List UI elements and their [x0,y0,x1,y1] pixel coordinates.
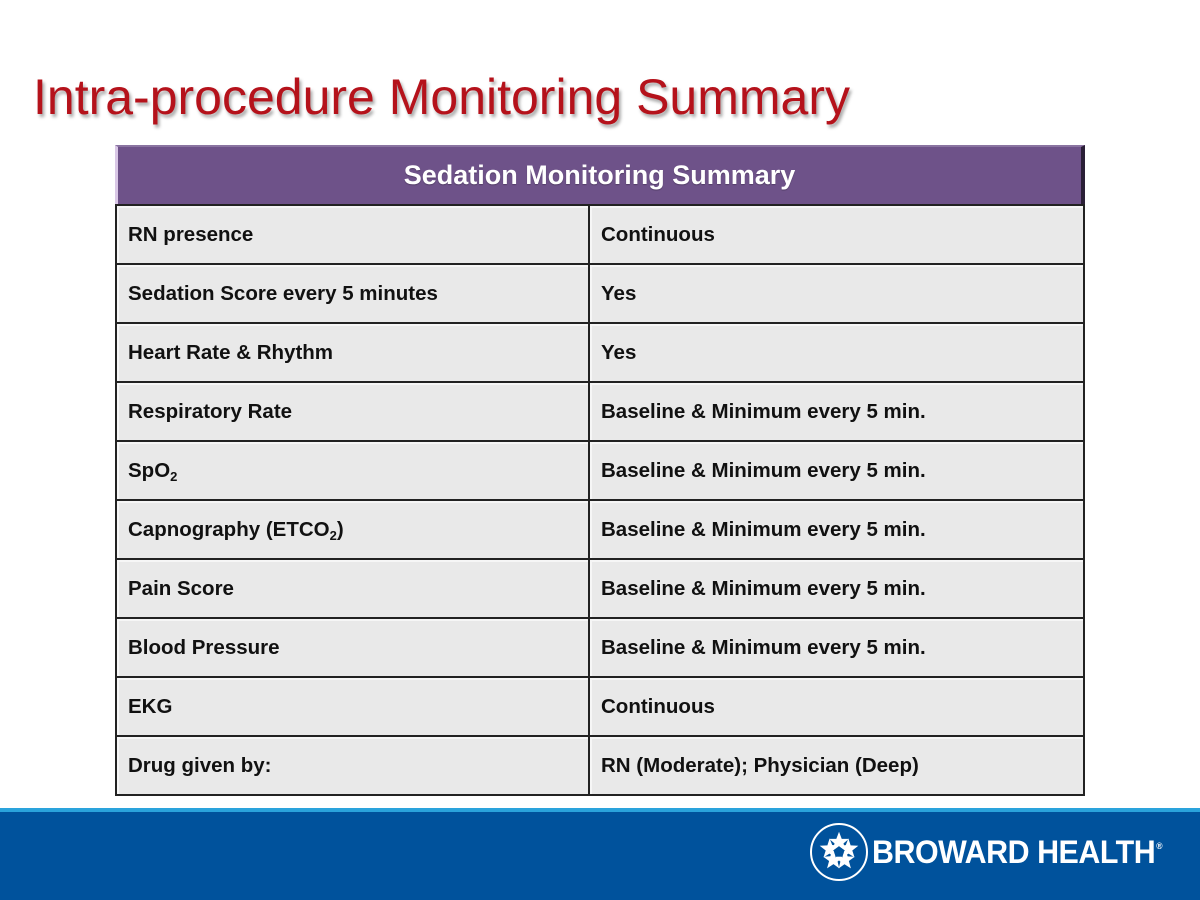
row-label: EKG [115,676,590,737]
brand-name: BROWARD HEALTH® [872,833,1163,871]
row-label: Pain Score [115,558,590,619]
star-cluster-icon [810,823,868,881]
label-suffix: ) [336,517,344,541]
row-value: Baseline & Minimum every 5 min. [588,558,1085,619]
row-value: Baseline & Minimum every 5 min. [588,381,1085,442]
row-label: SpO2 [115,440,590,501]
footer-bar [0,808,1200,900]
row-value: Baseline & Minimum every 5 min. [588,617,1085,678]
broward-health-logo: BROWARD HEALTH® [810,820,1177,884]
sedation-monitoring-table: Sedation Monitoring Summary RN presence … [115,145,1085,796]
label-text: SpO [128,458,171,482]
row-label: Sedation Score every 5 minutes [115,263,590,324]
table-row: Respiratory Rate Baseline & Minimum ever… [115,381,1085,442]
label-subscript: 2 [170,468,178,484]
row-label: RN presence [115,204,590,265]
table-row: Drug given by: RN (Moderate); Physician … [115,735,1085,796]
brand-text: BROWARD HEALTH [872,833,1156,870]
row-label: Capnography (ETCO2) [115,499,590,560]
row-value: Baseline & Minimum every 5 min. [588,499,1085,560]
row-label: Respiratory Rate [115,381,590,442]
table-row: Heart Rate & Rhythm Yes [115,322,1085,383]
row-label: Blood Pressure [115,617,590,678]
table-row: SpO2 Baseline & Minimum every 5 min. [115,440,1085,501]
row-value: Continuous [588,676,1085,737]
label-text: Capnography (ETCO [128,517,330,541]
row-label: Heart Rate & Rhythm [115,322,590,383]
table-header: Sedation Monitoring Summary [115,145,1085,204]
table-row: Pain Score Baseline & Minimum every 5 mi… [115,558,1085,619]
table-row: EKG Continuous [115,676,1085,737]
row-label: Drug given by: [115,735,590,796]
row-value: Continuous [588,204,1085,265]
row-value: Yes [588,322,1085,383]
summary-table: RN presence Continuous Sedation Score ev… [115,204,1085,796]
table-row: Capnography (ETCO2) Baseline & Minimum e… [115,499,1085,560]
table-row: RN presence Continuous [115,204,1085,265]
label-subscript: 2 [329,527,337,543]
row-value: Baseline & Minimum every 5 min. [588,440,1085,501]
table-row: Blood Pressure Baseline & Minimum every … [115,617,1085,678]
table-row: Sedation Score every 5 minutes Yes [115,263,1085,324]
row-value: Yes [588,263,1085,324]
row-value: RN (Moderate); Physician (Deep) [588,735,1085,796]
registered-mark: ® [1156,840,1163,851]
slide-title: Intra-procedure Monitoring Summary [33,69,850,125]
